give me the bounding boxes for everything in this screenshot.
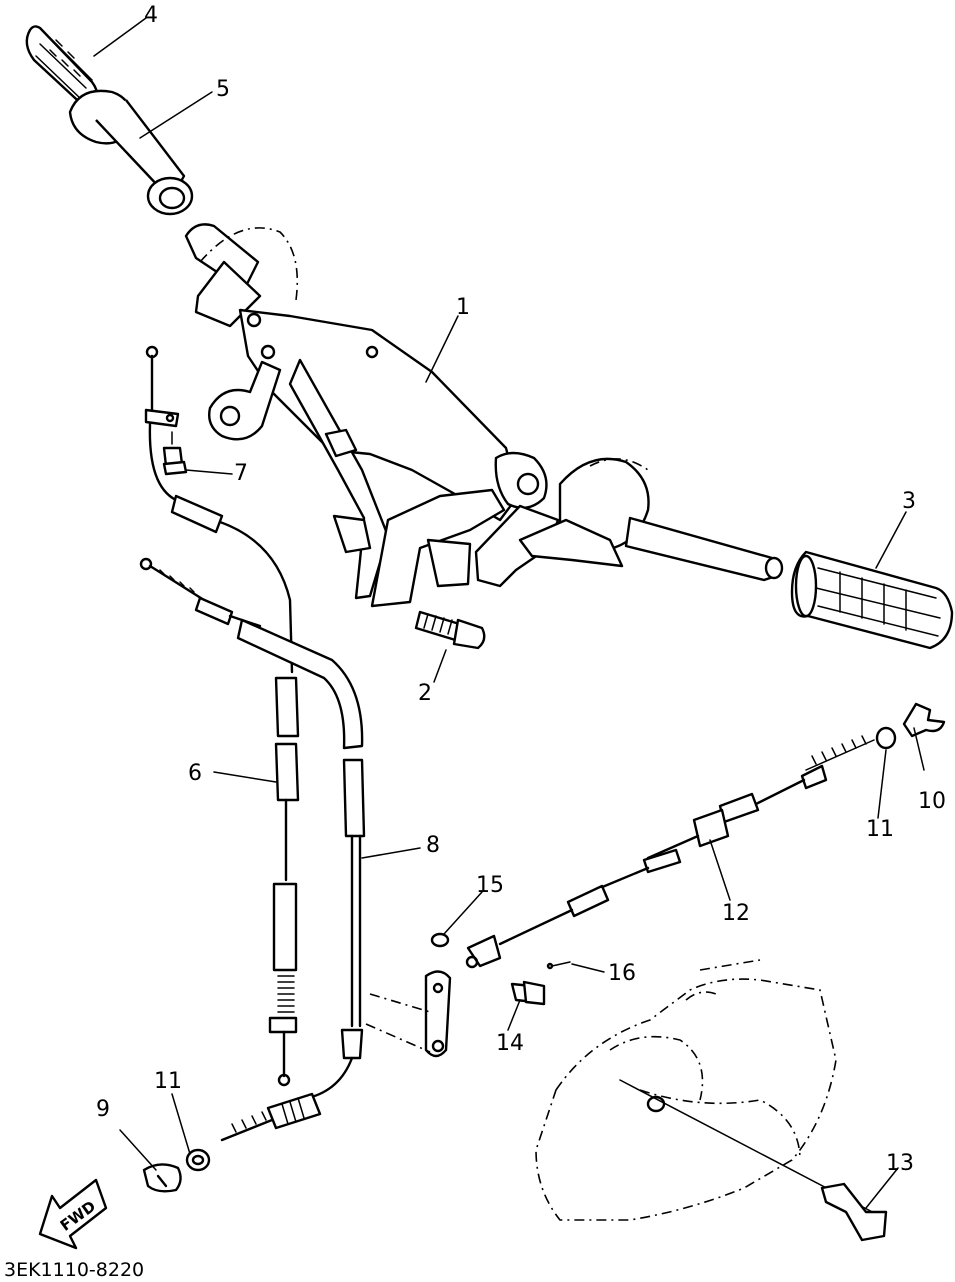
callout-16: 16 <box>608 961 636 986</box>
callout-1: 1 <box>456 295 470 320</box>
clutch-cable <box>465 735 875 969</box>
callout-11-right: 11 <box>866 817 894 842</box>
clutch-lever <box>365 970 452 1058</box>
engine-case <box>535 959 881 1221</box>
callout-12: 12 <box>722 901 750 926</box>
washer <box>430 932 450 948</box>
wing-nut <box>902 702 946 738</box>
callout-5: 5 <box>216 77 230 102</box>
handlebar-assembly <box>184 223 784 608</box>
cotter-pin <box>546 961 571 970</box>
callout-2: 2 <box>418 681 432 706</box>
drawing-code: 3EK1110-8220 <box>4 1259 144 1281</box>
bolt <box>414 610 486 650</box>
callout-10: 10 <box>918 789 946 814</box>
callout-13: 13 <box>886 1151 914 1176</box>
forward-arrow <box>38 1178 108 1250</box>
pin-bolt <box>510 980 546 1006</box>
callout-14: 14 <box>496 1031 524 1056</box>
throttle-grip <box>68 89 194 216</box>
brake-cable <box>139 557 366 1142</box>
left-grip <box>25 25 99 112</box>
throttle-cable <box>144 345 300 1087</box>
callout-3: 3 <box>902 489 916 514</box>
right-grip <box>790 550 954 650</box>
callout-11-left: 11 <box>154 1069 182 1094</box>
leader-lines <box>93 17 925 1209</box>
bracket <box>820 1182 888 1242</box>
lock-nut-left <box>185 1148 211 1172</box>
callout-8: 8 <box>426 833 440 858</box>
lock-nut-right <box>875 726 897 750</box>
callout-4: 4 <box>144 3 158 28</box>
callout-7: 7 <box>234 461 248 486</box>
screw <box>162 431 188 476</box>
callout-15: 15 <box>476 873 504 898</box>
callout-9: 9 <box>96 1097 110 1122</box>
callout-6: 6 <box>188 761 202 786</box>
adjuster-nut <box>142 1163 182 1193</box>
